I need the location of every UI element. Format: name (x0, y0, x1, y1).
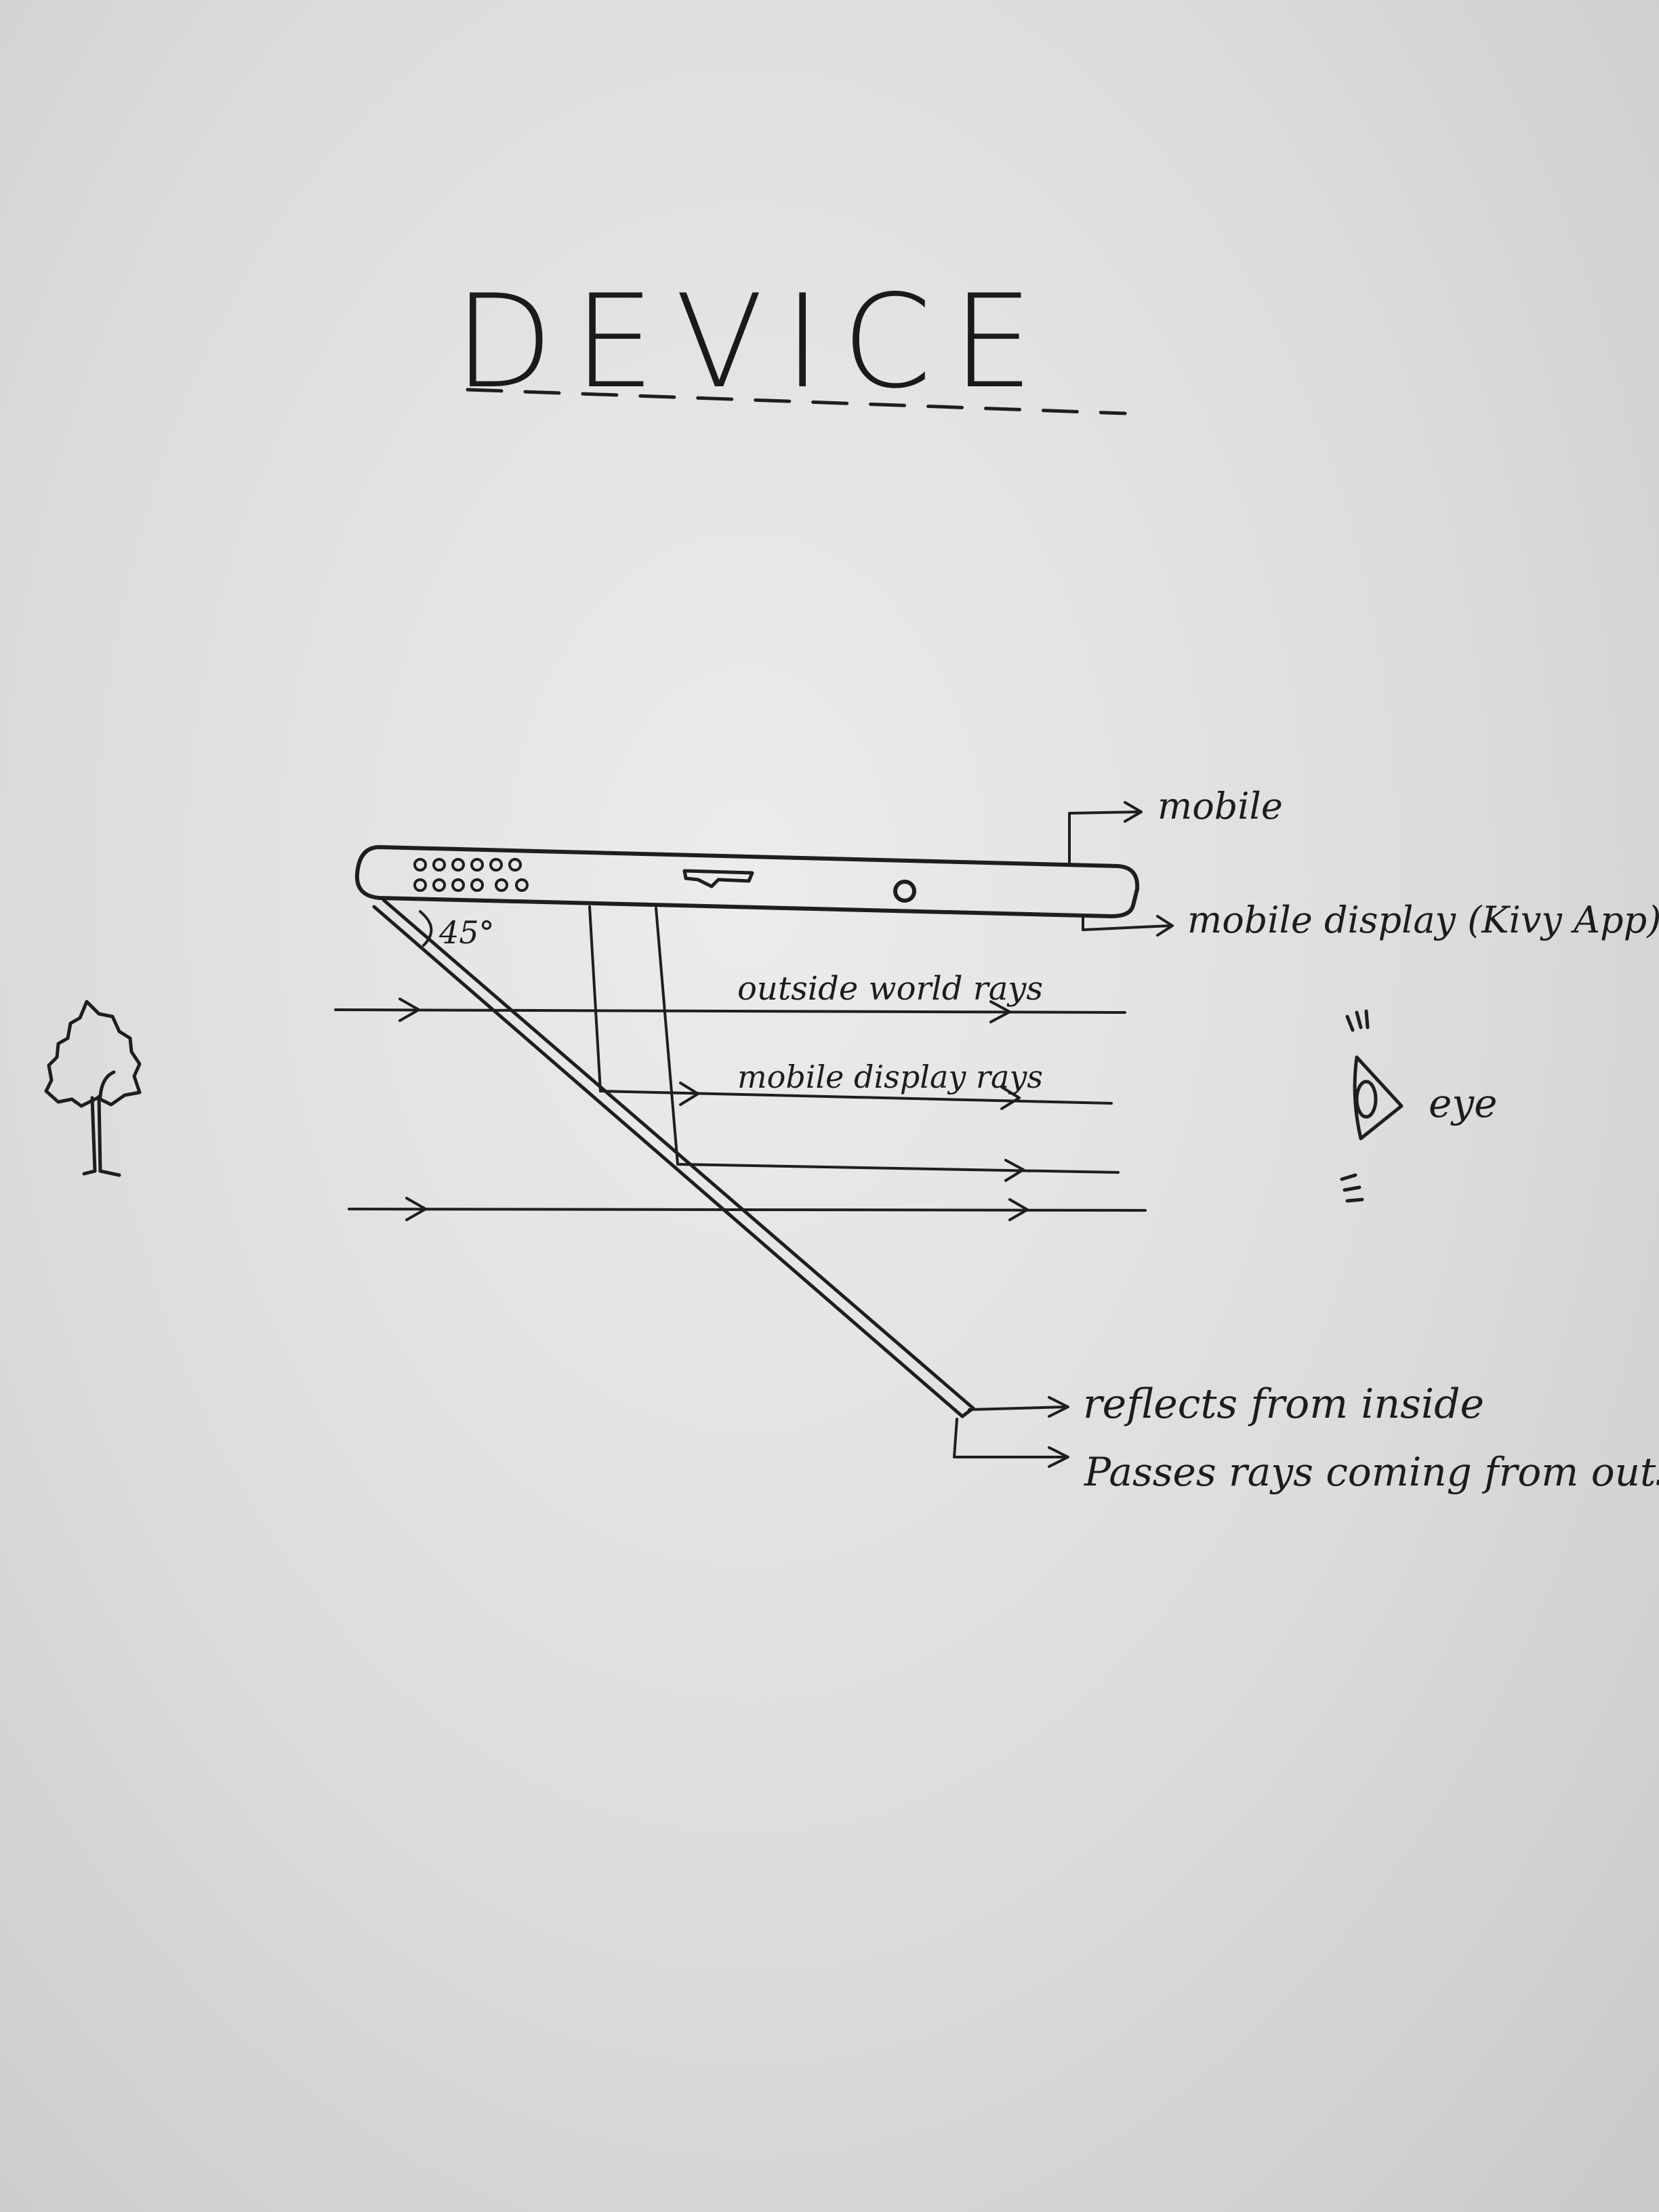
port-icon (684, 871, 752, 886)
mobile-pointer (1069, 802, 1141, 862)
passes-pointer (954, 1419, 1068, 1467)
mobile-phone-icon (357, 847, 1137, 916)
tree-icon (46, 1002, 140, 1175)
outside-world-rays-label: outside world rays (737, 970, 1043, 1008)
passes-label: Passes rays coming from outside (1084, 1449, 1659, 1495)
diagram-title: DEVICE (454, 267, 1054, 417)
mobile-display-label: mobile display (Kivy App) (1187, 899, 1659, 941)
reflects-label: reflects from inside (1083, 1380, 1484, 1428)
angle-label: 45° (438, 914, 495, 951)
outside-world-ray-bottom (349, 1198, 1145, 1220)
eye-icon (1342, 1011, 1401, 1201)
mobile-label: mobile (1158, 785, 1283, 827)
camera-icon (895, 882, 914, 901)
mobile-display-pointer (1083, 915, 1172, 935)
title-group: DEVICE (454, 267, 1125, 417)
reflects-pointer (969, 1397, 1068, 1416)
display-rays-vertical (590, 907, 678, 1164)
eye-label: eye (1429, 1080, 1497, 1126)
mobile-display-rays-label: mobile display rays (737, 1059, 1043, 1095)
mobile-display-ray-2 (678, 1160, 1118, 1181)
speaker-holes (415, 859, 527, 890)
